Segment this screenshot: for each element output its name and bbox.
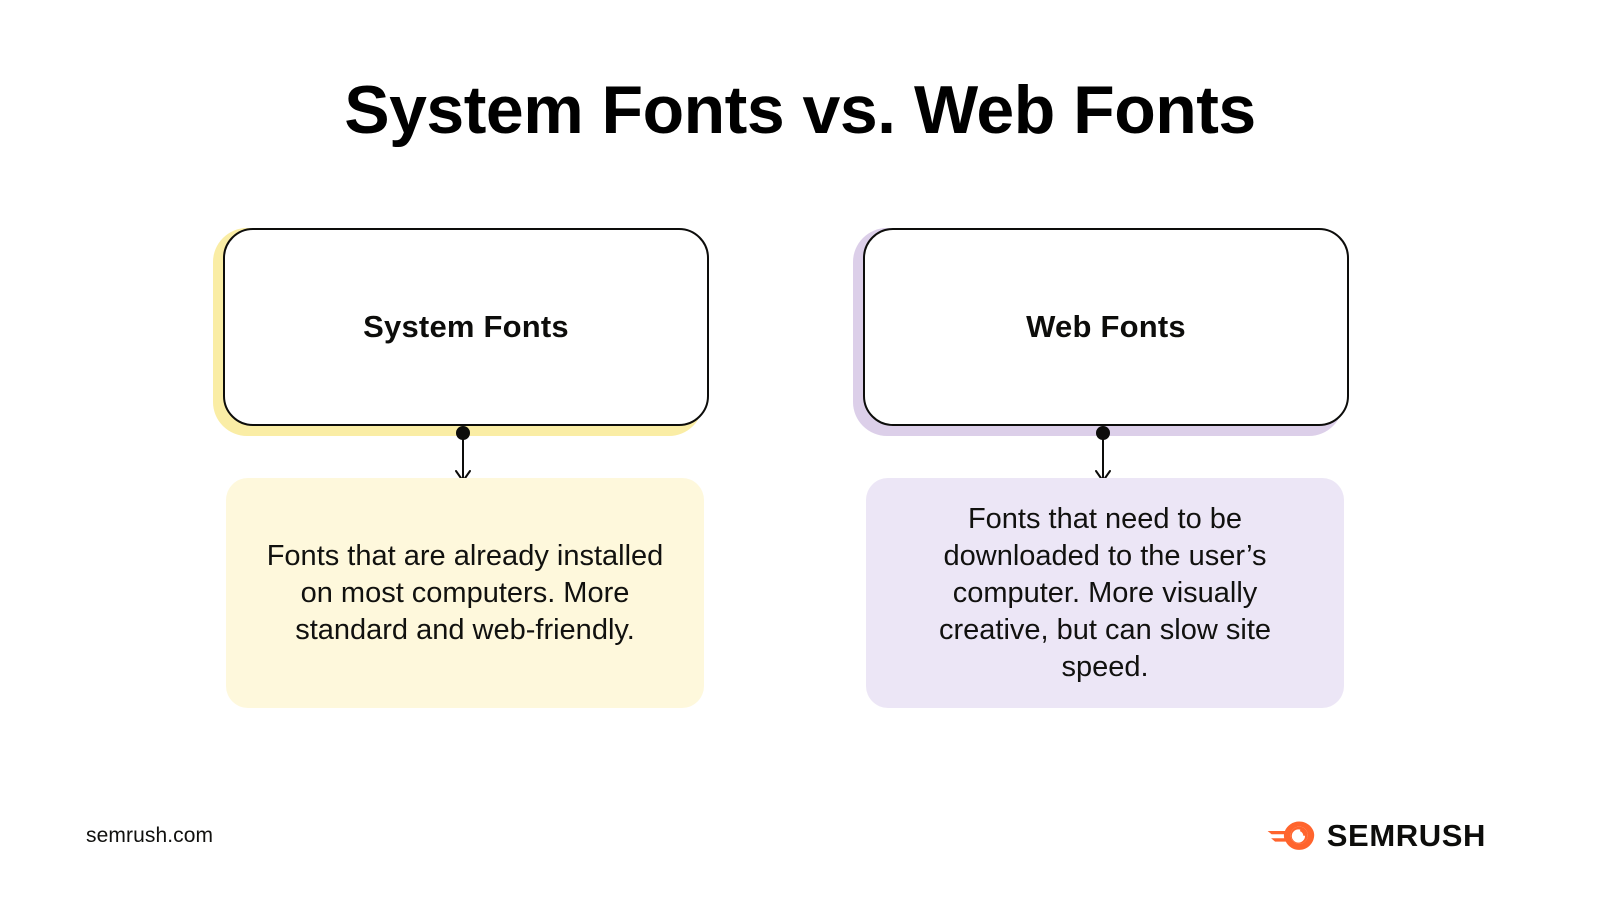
- semrush-comet-icon: [1267, 821, 1314, 850]
- semrush-wordmark: SEMRUSH: [1326, 817, 1486, 853]
- web-fonts-connector: [1081, 424, 1125, 488]
- web-fonts-description-panel: Fonts that need to be downloaded to the …: [866, 478, 1344, 708]
- web-fonts-card-face: Web Fonts: [863, 228, 1349, 426]
- column-system-fonts: System Fonts Fonts that are already inst…: [213, 0, 713, 898]
- web-fonts-description-text: Fonts that need to be downloaded to the …: [938, 502, 1272, 683]
- web-fonts-card-label: Web Fonts: [1026, 309, 1186, 344]
- system-fonts-description-text: Fonts that are already installed on most…: [266, 539, 664, 646]
- system-fonts-description-panel: Fonts that are already installed on most…: [226, 478, 704, 708]
- system-fonts-card: System Fonts: [213, 228, 713, 440]
- semrush-logo: SEMRUSH: [1267, 818, 1486, 852]
- column-web-fonts: Web Fonts Fonts that need to be download…: [853, 0, 1353, 898]
- system-fonts-card-label: System Fonts: [363, 309, 569, 344]
- web-fonts-card: Web Fonts: [853, 228, 1353, 440]
- page-title: System Fonts vs. Web Fonts: [344, 72, 1256, 148]
- footer-source-url: semrush.com: [86, 824, 214, 847]
- system-fonts-card-face: System Fonts: [223, 228, 709, 426]
- arrow-down-icon: [1095, 426, 1111, 482]
